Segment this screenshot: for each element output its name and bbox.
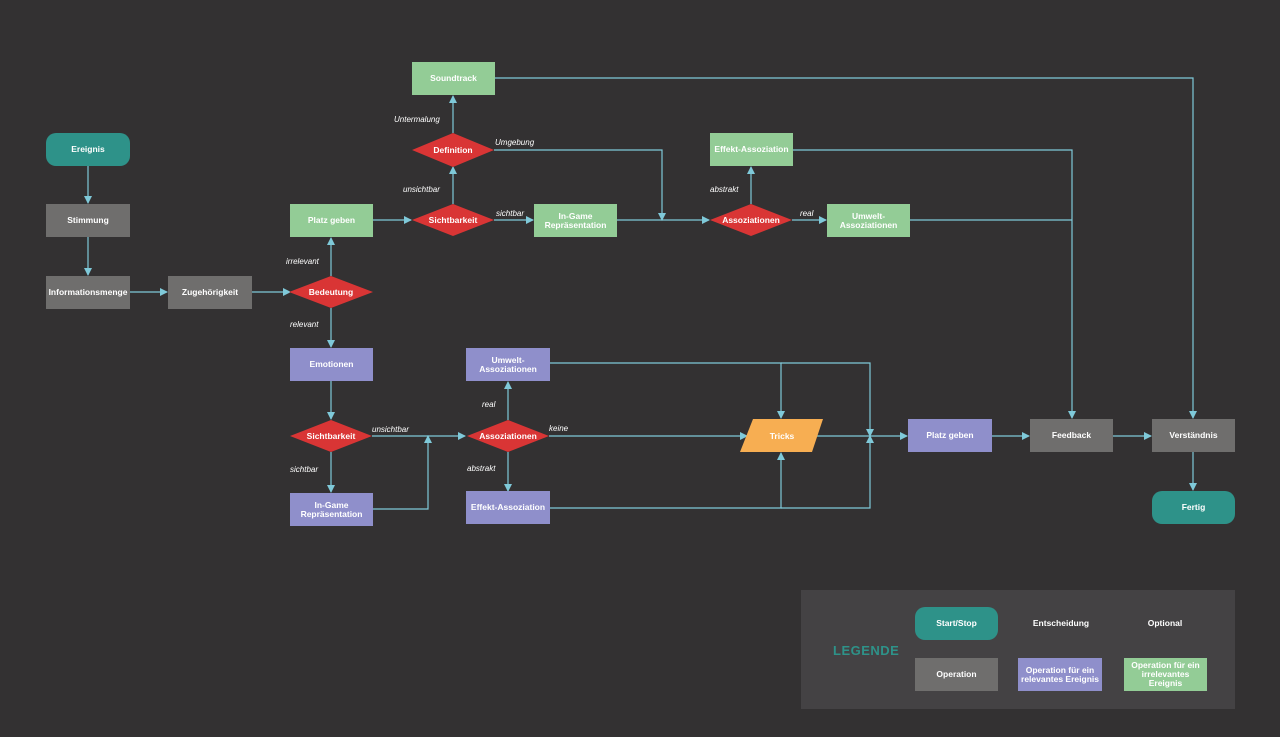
legend-operation-relevant: Operation für ein relevantes Ereignis	[1018, 658, 1102, 691]
decision-assoziationen-bottom[interactable]: Assoziationen	[479, 430, 537, 441]
decision-sichtbarkeit-top-shape	[412, 204, 494, 236]
edge-label-unsichtbar-top: unsichtbar	[403, 185, 440, 194]
edge-label-untermalung: Untermalung	[394, 115, 440, 124]
edge-label-real-bottom: real	[482, 400, 496, 409]
edge-label-sichtbar-top: sichtbar	[496, 209, 525, 218]
edge-label-abstrakt-bottom: abstrakt	[467, 464, 496, 473]
edge-label-umgebung: Umgebung	[495, 138, 535, 147]
decision-bedeutung[interactable]: Bedeutung	[308, 286, 354, 297]
decision-assoziationen-top[interactable]: Assoziationen	[722, 214, 780, 225]
stop-fertig[interactable]: Fertig	[1152, 491, 1235, 524]
legend-operation: Operation	[915, 658, 998, 691]
edge-effekt-tricks	[550, 452, 785, 509]
edge-soundtrack-verstaendnis	[495, 77, 1197, 419]
operation-informationsmenge[interactable]: Informationsmenge	[46, 276, 130, 309]
decision-sichtbarkeit-bottom-shape	[290, 420, 372, 452]
decision-sichtbarkeit-top[interactable]: Sichtbarkeit	[428, 214, 478, 225]
edge-label-real-top: real	[800, 209, 814, 218]
irrelevant-soundtrack[interactable]: Soundtrack	[412, 62, 495, 95]
irrelevant-effekt-assoziation[interactable]: Effekt-Assoziation	[710, 133, 793, 166]
legend-title: LEGENDE	[833, 643, 900, 658]
legend-entscheidung: Entscheidung	[1032, 617, 1090, 628]
relevant-platz-geben[interactable]: Platz geben	[908, 419, 992, 452]
legend-start-stop: Start/Stop	[915, 607, 998, 640]
irrelevant-ingame-representation[interactable]: In-Game Repräsentation	[534, 204, 617, 237]
decision-bedeutung-shape	[289, 276, 373, 308]
operation-feedback[interactable]: Feedback	[1030, 419, 1113, 452]
edge-definition-umgebung	[494, 149, 666, 221]
operation-stimmung[interactable]: Stimmung	[46, 204, 130, 237]
edge-umwelt-platzgeben	[781, 362, 874, 437]
edge-label-abstrakt-top: abstrakt	[710, 185, 739, 194]
edge-ingame-assoziationen-bottom	[373, 435, 432, 510]
start-ereignis[interactable]: Ereignis	[46, 133, 130, 166]
legend-optional: Optional	[1147, 617, 1183, 628]
relevant-umwelt-assoziationen[interactable]: Umwelt-Assoziationen	[466, 348, 550, 381]
edge-effekt-feedback	[793, 149, 1076, 419]
edge-label-irrelevant: irrelevant	[286, 257, 319, 266]
edge-label-relevant: relevant	[290, 320, 319, 329]
edge-label-sichtbar-bottom: sichtbar	[290, 465, 319, 474]
optional-tricks-shape	[740, 419, 823, 452]
edge-label-keine: keine	[549, 424, 569, 433]
edge-label-unsichtbar-bottom: unsichtbar	[372, 425, 409, 434]
irrelevant-umwelt-assoziationen[interactable]: Umwelt-Assoziationen	[827, 204, 910, 237]
relevant-ingame-representation[interactable]: In-Game Repräsentation	[290, 493, 373, 526]
decision-definition-shape	[412, 133, 494, 167]
operation-zugehoerigkeit[interactable]: Zugehörigkeit	[168, 276, 252, 309]
relevant-emotionen[interactable]: Emotionen	[290, 348, 373, 381]
legend-operation-irrelevant: Operation für ein irrelevantes Ereignis	[1124, 658, 1207, 691]
decision-assoziationen-bottom-shape	[467, 420, 549, 452]
relevant-effekt-assoziation[interactable]: Effekt-Assoziation	[466, 491, 550, 524]
decision-sichtbarkeit-bottom[interactable]: Sichtbarkeit	[306, 430, 356, 441]
operation-verstaendnis[interactable]: Verständnis	[1152, 419, 1235, 452]
decision-definition[interactable]: Definition	[433, 144, 473, 155]
decision-assoziationen-top-shape	[710, 204, 792, 236]
edge-effekt-platzgeben	[781, 435, 874, 509]
optional-tricks[interactable]: Tricks	[769, 430, 795, 441]
irrelevant-platz-geben[interactable]: Platz geben	[290, 204, 373, 237]
edge-umwelt-tricks	[550, 362, 785, 419]
